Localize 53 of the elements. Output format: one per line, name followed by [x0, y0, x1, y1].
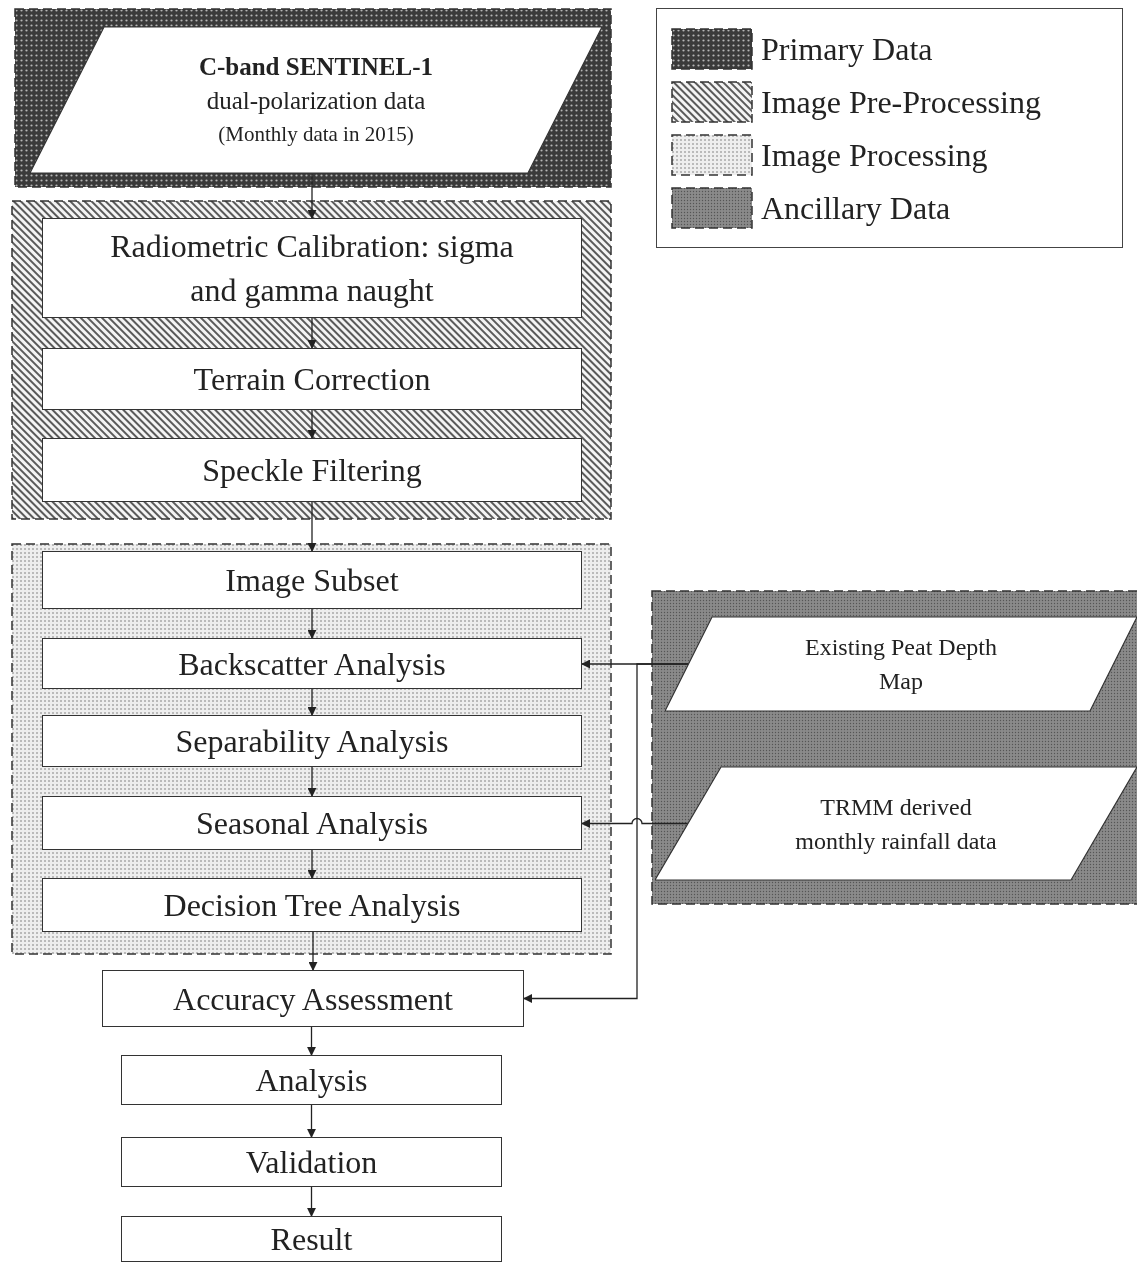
arrow [307, 173, 317, 219]
data-parallelogram [655, 766, 1137, 881]
box-label: Backscatter Analysis [178, 644, 446, 684]
data-parallelogram [30, 26, 602, 174]
box-label: Seasonal Analysis [196, 804, 428, 843]
arrow [307, 501, 317, 552]
legend-label: Ancillary Data [761, 188, 951, 228]
box-label: Speckle Filtering [202, 451, 422, 490]
process-box [42, 438, 582, 502]
data-label: TRMM derived monthly rainfall data [794, 792, 998, 856]
arrow [307, 409, 317, 439]
legend-label: Image Processing [761, 135, 988, 175]
process-box [42, 878, 582, 932]
arrow [307, 1026, 316, 1056]
arrow [581, 817, 689, 828]
legend-label: Image Pre-Processing [761, 82, 1041, 122]
process-box [121, 1216, 502, 1262]
box-label: Analysis [255, 1061, 368, 1100]
box-label: Separability Analysis [175, 722, 449, 761]
box-label: Accuracy Assessment [173, 979, 453, 1019]
arrow [307, 766, 317, 797]
box-label: Validation [245, 1143, 378, 1182]
process-box [121, 1137, 502, 1187]
data-label: dual-polarization data [206, 86, 426, 116]
hatched-panel [11, 200, 612, 520]
data-label: C-band SENTINEL-1 [198, 52, 434, 82]
arrow [307, 688, 317, 716]
dotted-panel [11, 543, 612, 955]
box-label: Radiometric Calibration: sigma and gamma naught [109, 227, 515, 310]
arrow [307, 1104, 316, 1138]
box-label: Result [270, 1220, 353, 1259]
process-box [42, 715, 582, 767]
process-box [42, 638, 582, 689]
arrow [307, 608, 317, 639]
shaded-panel [651, 590, 1137, 905]
process-box [42, 796, 582, 850]
process-box [102, 970, 524, 1027]
arrow [307, 1186, 316, 1217]
data-label: Existing Peat Depth Map [804, 633, 998, 696]
crosshatch-panel [14, 8, 612, 188]
box-label: Image Subset [225, 561, 399, 600]
box-label: Terrain Correction [193, 360, 431, 399]
arrow [307, 317, 317, 349]
legend-label: Primary Data [761, 29, 933, 69]
arrow [307, 849, 317, 879]
process-box [42, 348, 582, 410]
box-label: Decision Tree Analysis [163, 886, 461, 925]
arrow [523, 663, 690, 1003]
process-box [42, 218, 582, 318]
arrow [308, 931, 318, 971]
data-label: (Monthly data in 2015) [218, 121, 414, 148]
process-box [121, 1055, 502, 1105]
process-box [42, 551, 582, 609]
